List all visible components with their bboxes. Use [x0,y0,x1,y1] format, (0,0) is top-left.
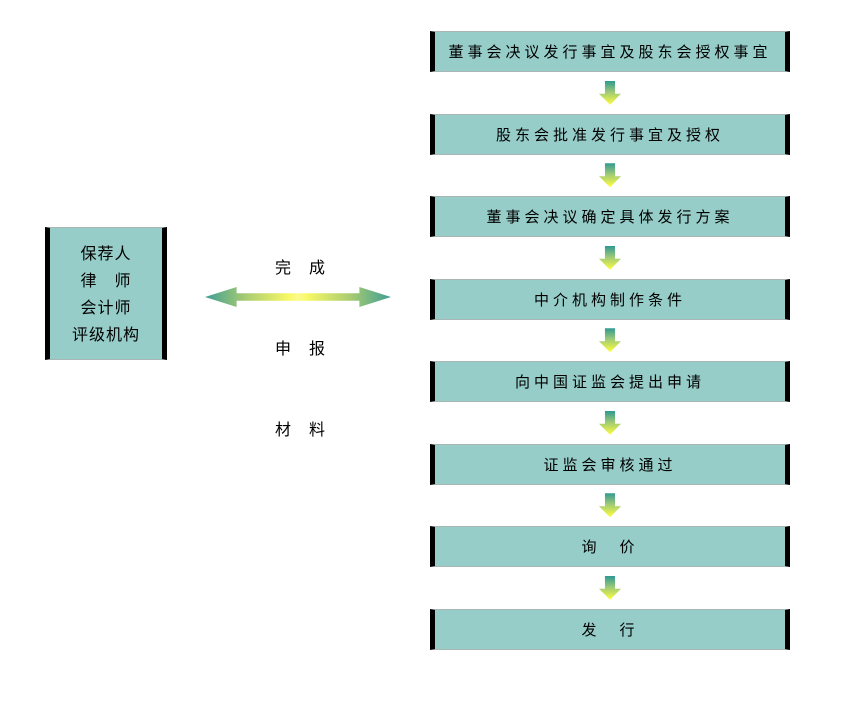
down-arrow-icon [599,328,621,353]
intermediaries-box: 保荐人 律 师 会计师 评级机构 [45,227,167,360]
step-box-board-resolution: 董事会决议发行事宜及股东会授权事宜 [430,31,790,72]
filing-materials-label: 完 成 申 报 材 料 [275,200,326,497]
filing-label-line-1: 完 成 [275,258,327,277]
down-arrow-icon [599,575,621,600]
down-arrow-icon [599,80,621,105]
step-box-issuance-plan: 董事会决议确定具体发行方案 [430,196,790,237]
arrow-zone [430,485,790,527]
process-column: 董事会决议发行事宜及股东会授权事宜 股东会批准发行事宜及授权 董事会决议确定具体… [430,31,790,650]
step-box-csrc-approval: 证监会审核通过 [430,443,790,485]
filing-label-line-2: 申 报 [275,339,327,358]
arrow-zone [430,567,790,609]
down-arrow-icon [599,163,621,188]
filing-label-line-3: 材 料 [275,420,327,439]
step-box-issuance: 发 行 [430,608,790,650]
step-box-price-inquiry: 询 价 [430,526,790,567]
down-arrow-icon [599,493,621,518]
arrow-zone [430,155,790,197]
step-box-intermediary-preparation: 中介机构制作条件 [430,278,790,320]
intermediaries-line-sponsor: 保荐人 [80,243,132,263]
arrow-zone [430,320,790,362]
step-box-csrc-application: 向中国证监会提出申请 [430,361,790,402]
intermediaries-line-rating: 评级机构 [71,324,140,344]
down-arrow-icon [599,410,621,435]
arrow-zone [430,72,790,114]
step-box-shareholder-approval: 股东会批准发行事宜及授权 [430,113,790,155]
arrow-zone [430,237,790,279]
arrow-zone [430,402,790,444]
intermediaries-line-accountant: 会计师 [80,297,132,317]
down-arrow-icon [599,245,621,270]
intermediaries-line-lawyer: 律 师 [80,270,132,290]
